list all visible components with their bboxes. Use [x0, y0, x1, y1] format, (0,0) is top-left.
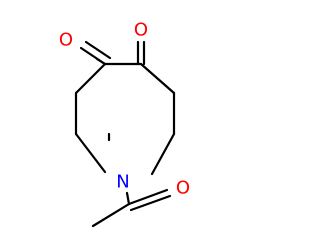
bond-c-c [139, 62, 176, 95]
atom-label-oxygen: O [134, 20, 148, 41]
bond-c-c [91, 202, 131, 228]
atom-label-oxygen: O [59, 30, 73, 51]
bond-n-c [125, 191, 131, 206]
bond-c-n [150, 132, 176, 176]
bond-c-o-double [127, 188, 169, 206]
bond-c-o-double [129, 194, 172, 212]
atom-label-oxygen: O [176, 178, 190, 199]
bond-c-o-double [79, 46, 107, 66]
bond-c-n [74, 132, 107, 174]
chemical-structure: O O N O [59, 20, 190, 228]
bond-c-o-double [84, 40, 112, 60]
atom-label-nitrogen: N [116, 172, 129, 193]
bond-c-c [74, 62, 107, 95]
